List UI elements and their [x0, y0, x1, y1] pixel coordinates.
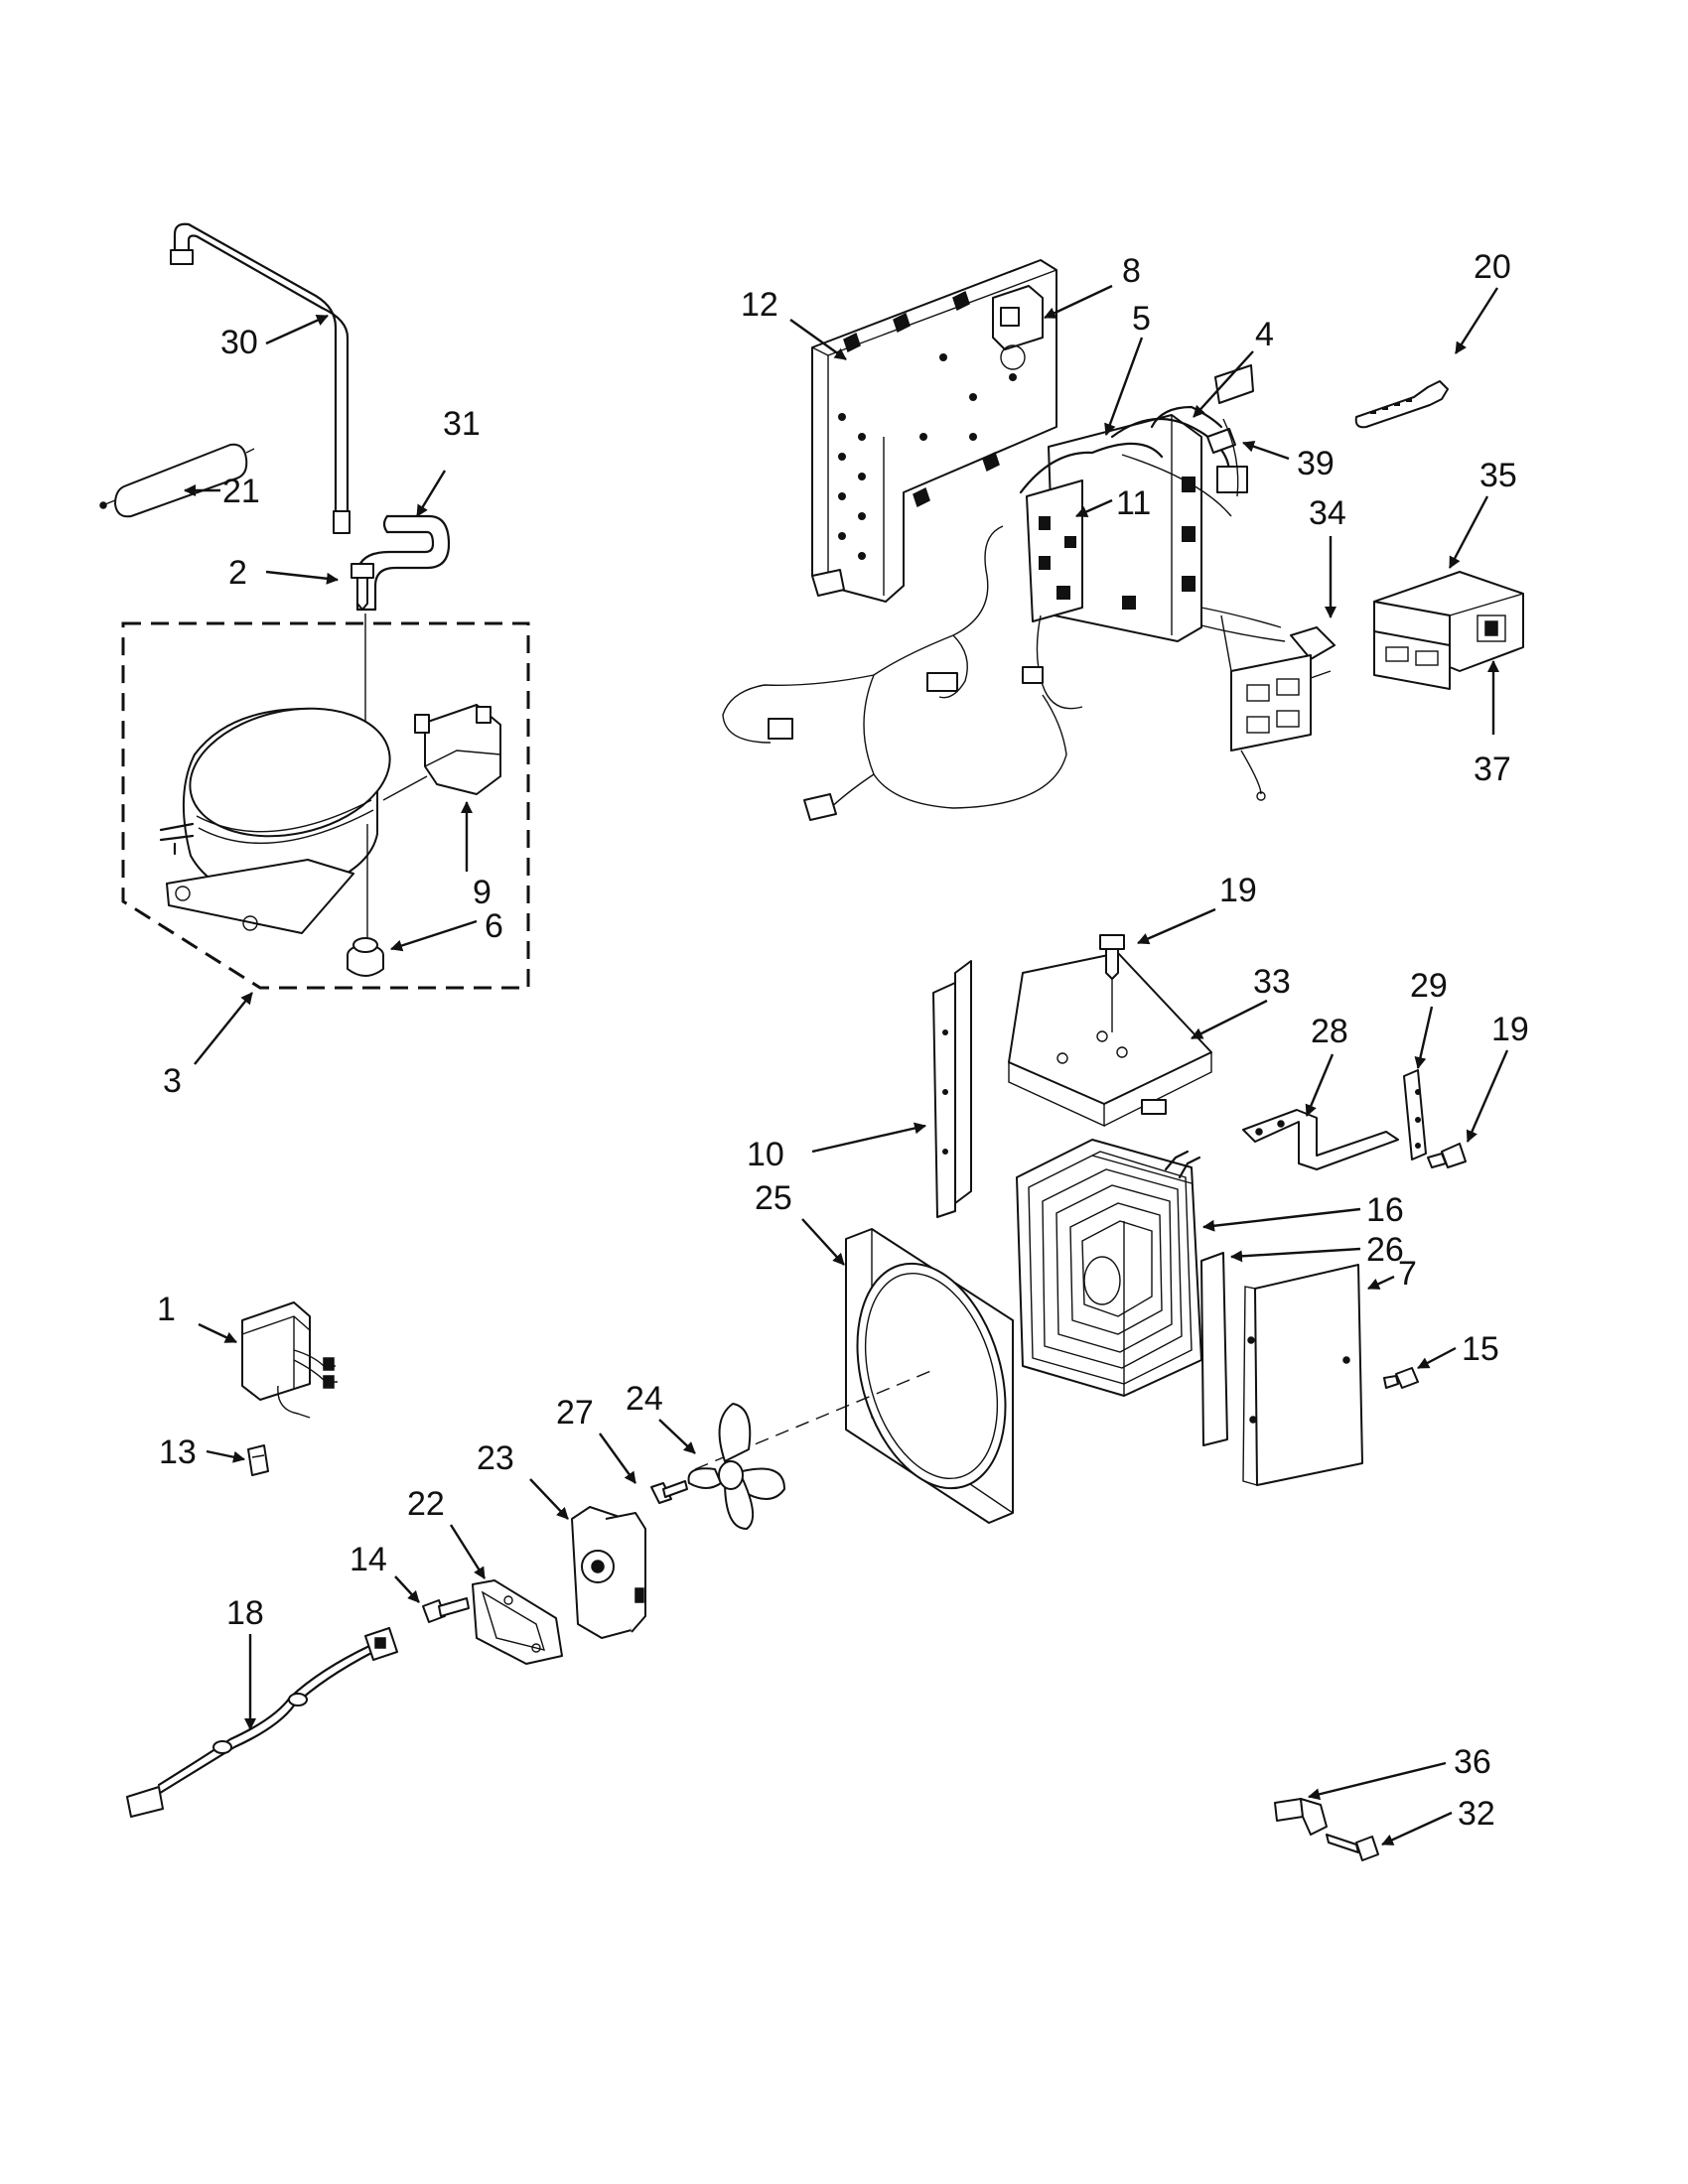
callout-12: 12 — [741, 286, 778, 324]
callout-9: 9 — [473, 874, 492, 911]
callout-5: 5 — [1132, 300, 1151, 338]
callout-3: 3 — [163, 1062, 182, 1100]
callout-13: 13 — [159, 1433, 197, 1471]
callout-6: 6 — [485, 907, 503, 945]
screw-15-drawing — [1383, 1367, 1419, 1389]
callout-25: 25 — [755, 1179, 792, 1217]
callout-37: 37 — [1474, 751, 1511, 788]
filter-drier-21-drawing — [99, 443, 255, 518]
callout-4: 4 — [1255, 316, 1274, 353]
callout-24: 24 — [626, 1380, 663, 1418]
relay-9-drawing — [382, 704, 501, 801]
callout-39: 39 — [1297, 445, 1335, 482]
callout-10: 10 — [747, 1136, 784, 1173]
fan-shroud-25-drawing — [694, 1228, 1014, 1524]
callout-2: 2 — [228, 554, 247, 592]
shroud-33-drawing — [1008, 952, 1212, 1128]
callout-36: 36 — [1454, 1743, 1491, 1781]
tube-30-drawing — [170, 222, 351, 534]
screw-14-drawing — [422, 1597, 470, 1623]
callout-31: 31 — [443, 405, 481, 443]
grommet-6-drawing — [347, 937, 384, 977]
label-13-drawing — [247, 1444, 269, 1476]
control-box-12-drawing — [722, 259, 1336, 821]
callout-16: 16 — [1366, 1191, 1404, 1229]
callout-35: 35 — [1479, 457, 1517, 494]
callout-11: 11 — [1116, 484, 1151, 522]
clamp-36-drawing — [1274, 1798, 1328, 1836]
panel-7-drawing — [1242, 1264, 1363, 1486]
callout-20: 20 — [1474, 248, 1511, 286]
strip-29-drawing — [1403, 1069, 1427, 1160]
callout-23: 23 — [477, 1439, 514, 1477]
hose-31-drawing — [355, 514, 451, 612]
strip-26-drawing — [1200, 1252, 1228, 1446]
callout-14: 14 — [350, 1541, 387, 1578]
transformer-1-drawing — [241, 1301, 338, 1419]
screw-32-drawing — [1326, 1834, 1379, 1861]
fan-blade-24-drawing — [687, 1403, 785, 1530]
callout-19-top: 19 — [1219, 872, 1257, 909]
fan-motor-23-drawing — [571, 1506, 646, 1639]
callout-22: 22 — [407, 1485, 445, 1523]
strip-10-drawing — [932, 960, 972, 1218]
callout-19-right: 19 — [1491, 1011, 1529, 1048]
cable-tie-20-drawing — [1354, 380, 1449, 429]
callout-8: 8 — [1122, 252, 1141, 290]
outlet-box-35-drawing — [1373, 571, 1524, 690]
callout-26: 26 — [1366, 1231, 1404, 1269]
callout-29: 29 — [1410, 967, 1448, 1005]
callout-1: 1 — [157, 1291, 176, 1328]
leader-lines — [184, 284, 1509, 1846]
callout-34: 34 — [1309, 494, 1346, 532]
condenser-16-drawing — [1016, 1139, 1202, 1397]
callout-32: 32 — [1458, 1795, 1495, 1833]
screw-27-drawing — [650, 1480, 688, 1504]
compressor-3-drawing — [121, 614, 530, 990]
callout-15: 15 — [1462, 1330, 1499, 1368]
callout-30: 30 — [220, 324, 258, 361]
callout-27: 27 — [556, 1394, 594, 1432]
callout-21: 21 — [222, 473, 260, 510]
harness-18-drawing — [126, 1627, 398, 1818]
bracket-22-drawing — [472, 1579, 563, 1665]
screw-19-top-drawing — [1099, 934, 1125, 980]
bracket-28-drawing — [1242, 1109, 1399, 1170]
callout-18: 18 — [226, 1594, 264, 1632]
callout-7: 7 — [1398, 1255, 1417, 1293]
callout-28: 28 — [1311, 1013, 1348, 1050]
callout-33: 33 — [1253, 963, 1291, 1001]
screw-2-drawing — [351, 563, 374, 611]
screw-19-right-drawing — [1427, 1143, 1467, 1168]
